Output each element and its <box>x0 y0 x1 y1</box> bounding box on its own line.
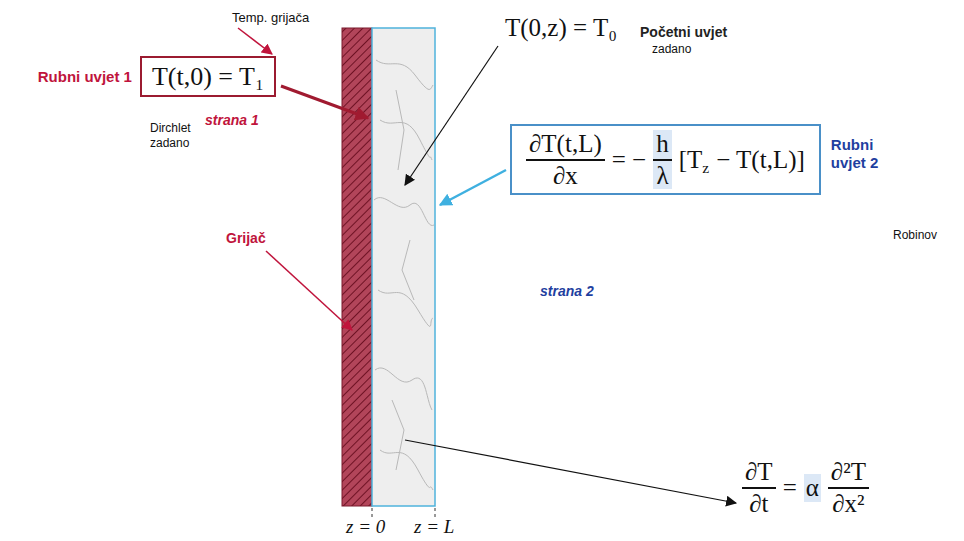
denominator: λ <box>653 161 671 190</box>
numerator: ∂T <box>742 458 776 489</box>
dimension: z = L <box>414 516 454 538</box>
leader-arrow <box>405 46 498 185</box>
annotation: Dirchlet <box>150 121 191 135</box>
formula: T(0,z) = T₀ <box>505 14 617 42</box>
fraction: ∂²T∂x² <box>828 458 869 517</box>
formula-box: Rubni uvjet 1T(t,0) = T₁ <box>140 56 276 97</box>
numerator: ∂T(t,L) <box>526 130 605 161</box>
formula-part: [T <box>679 146 703 173</box>
formula-box: ∂T(t,L)∂x= −hλ[Tz− T(t,L)]Rubni uvjet 2 <box>510 124 821 195</box>
pointer-arrow <box>440 170 506 205</box>
formula: ∂T(t,L)∂x= −hλ[Tz− T(t,L)] <box>526 130 805 189</box>
dimension: z = 0 <box>346 516 385 538</box>
formula-part: − T(t,L)] <box>716 146 805 174</box>
denominator: ∂x² <box>829 489 867 518</box>
fraction: hλ <box>653 130 672 189</box>
leader-arrow <box>405 440 736 503</box>
equation-part: α <box>804 474 821 502</box>
side-label: strana 1 <box>205 112 259 128</box>
part-name: Grijač <box>226 230 266 246</box>
fraction: ∂T(t,L)∂x <box>526 130 605 189</box>
side-label: strana 2 <box>540 283 594 299</box>
boundary-heading: Rubni uvjet 1 <box>38 68 132 85</box>
numerator: ∂²T <box>828 458 869 489</box>
annotation: Robinov <box>893 228 937 242</box>
subscript: z <box>702 159 709 176</box>
annotation: zadano <box>150 136 189 150</box>
fraction: ∂T∂t <box>742 458 776 517</box>
pointer-arrow <box>281 86 368 118</box>
formula-part: [Tz <box>679 146 710 174</box>
annotation: Početni uvjet <box>640 24 727 40</box>
dashed-guide <box>372 508 373 517</box>
material-wall <box>372 28 435 506</box>
heater-wall <box>342 28 372 506</box>
equation-part: = <box>783 474 797 502</box>
numerator: h <box>653 130 672 161</box>
formula: T(t,0) = T₁ <box>152 62 264 91</box>
annotation: zadano <box>652 42 691 56</box>
denominator: ∂t <box>746 489 771 518</box>
heat-equation: ∂T∂t=α∂²T∂x² <box>742 458 869 517</box>
boundary-heading: Rubni uvjet 2 <box>831 136 893 172</box>
denominator: ∂x <box>550 161 581 190</box>
annotation: Temp. grijača <box>232 10 309 25</box>
leader-arrow <box>238 28 272 54</box>
formula-part: = − <box>612 146 646 174</box>
dashed-guide <box>435 508 436 517</box>
leader-arrow <box>266 251 352 330</box>
marble-veins <box>374 60 434 490</box>
